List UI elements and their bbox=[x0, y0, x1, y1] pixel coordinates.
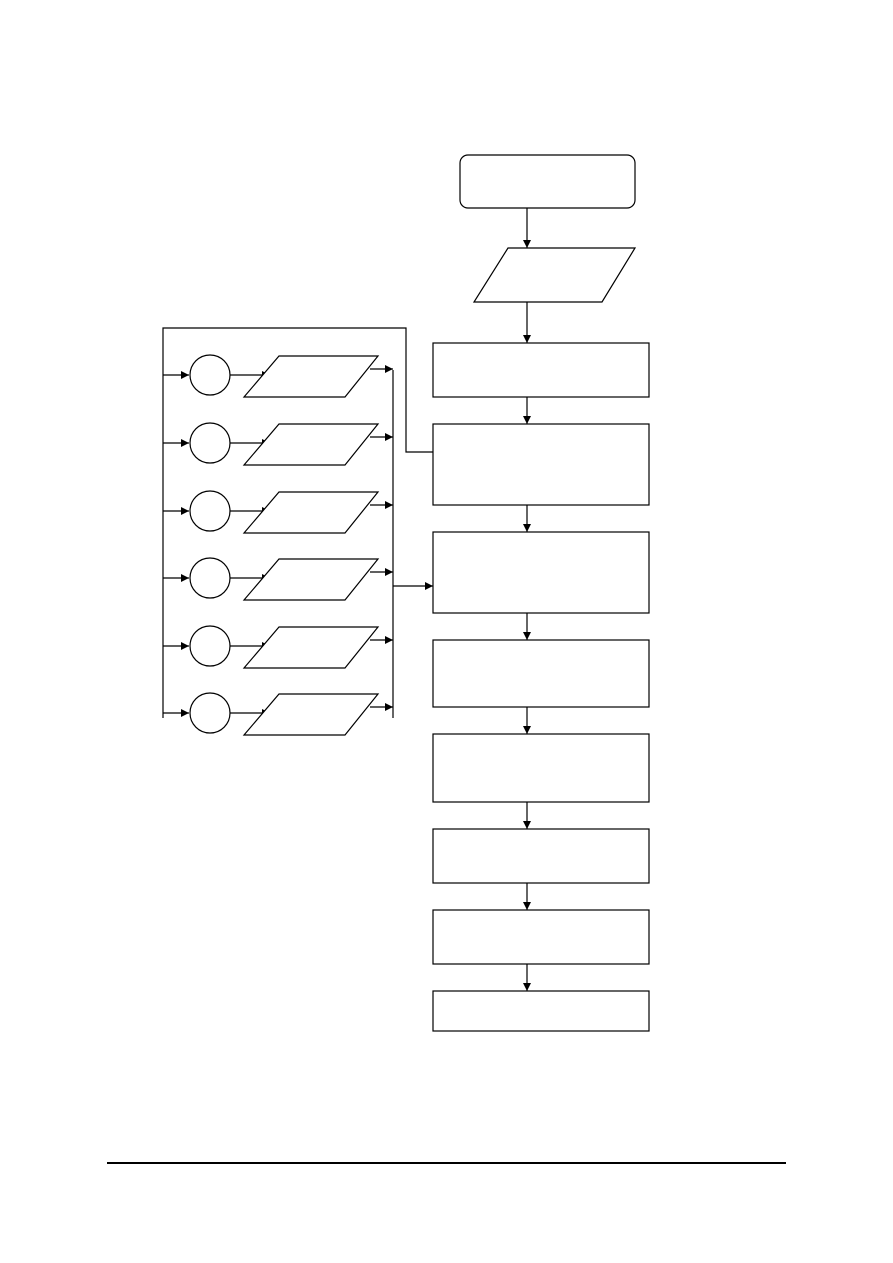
branch-3-data-parallelogram bbox=[242, 491, 380, 534]
branch-5-data-parallelogram bbox=[242, 626, 380, 669]
branch-6-data-parallelogram bbox=[242, 693, 380, 736]
branch-6-connector bbox=[189, 692, 231, 734]
process-box-1 bbox=[432, 342, 650, 398]
process-box-4 bbox=[432, 639, 650, 708]
process-box-6 bbox=[432, 828, 650, 884]
input-parallelogram bbox=[472, 247, 637, 303]
branch-1-connector bbox=[189, 354, 231, 396]
branch-1-data-parallelogram bbox=[242, 355, 380, 398]
branch-4-data-parallelogram bbox=[242, 558, 380, 601]
branch-2-connector bbox=[189, 422, 231, 464]
branch-4-connector bbox=[189, 557, 231, 599]
branch-2-data-parallelogram bbox=[242, 423, 380, 466]
branch-3-connector bbox=[189, 490, 231, 532]
loop-connector bbox=[162, 327, 433, 718]
process-box-8 bbox=[432, 990, 650, 1032]
process-box-7 bbox=[432, 909, 650, 965]
branch-5-connector bbox=[189, 625, 231, 667]
process-box-5 bbox=[432, 733, 650, 803]
start-terminal bbox=[459, 154, 636, 209]
process-box-2 bbox=[432, 423, 650, 506]
process-box-3 bbox=[432, 531, 650, 614]
